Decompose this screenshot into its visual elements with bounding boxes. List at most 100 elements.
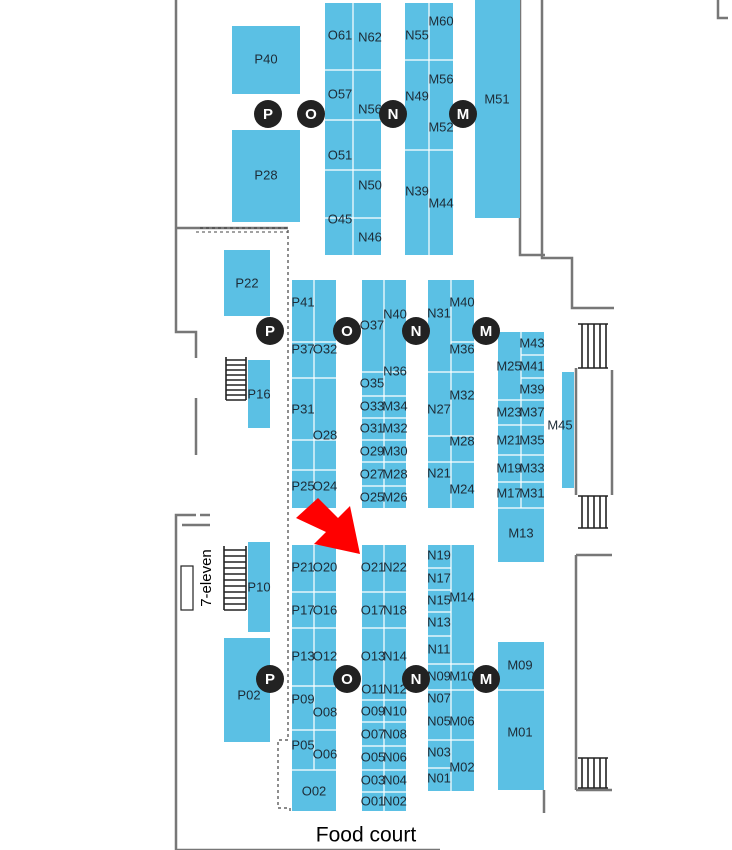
stall-label[interactable]: M43 <box>519 335 544 350</box>
stall-label[interactable]: N22 <box>383 559 407 574</box>
stall-label[interactable]: M14 <box>449 589 474 604</box>
stall-label[interactable]: N40 <box>383 306 407 321</box>
aisle-marker-n[interactable] <box>379 100 407 128</box>
stall-label[interactable]: M60 <box>428 13 453 28</box>
stall-label[interactable]: N02 <box>383 793 407 808</box>
stall-label[interactable]: N14 <box>383 648 407 663</box>
stall-label[interactable]: M34 <box>382 398 407 413</box>
stall-label[interactable]: N46 <box>358 229 382 244</box>
stall-label[interactable]: N04 <box>383 772 407 787</box>
stall-label[interactable]: N12 <box>383 681 407 696</box>
stall-label[interactable]: O16 <box>313 602 338 617</box>
stall-label[interactable]: M13 <box>508 525 533 540</box>
stall-label[interactable]: M01 <box>507 724 532 739</box>
stall-label[interactable]: M10 <box>449 668 474 683</box>
aisle-marker-p[interactable] <box>254 100 282 128</box>
aisle-marker-m[interactable] <box>472 665 500 693</box>
stall-label[interactable]: P40 <box>254 51 277 66</box>
stall-label[interactable]: N17 <box>427 570 451 585</box>
stall-label[interactable]: O51 <box>328 147 353 162</box>
stall-label[interactable]: M44 <box>428 195 453 210</box>
stall-label[interactable]: O11 <box>361 681 385 696</box>
stall-label[interactable]: N62 <box>358 29 382 44</box>
stall-label[interactable]: N13 <box>427 614 451 629</box>
stall-label[interactable]: P21 <box>291 559 314 574</box>
stall-label[interactable]: N21 <box>427 465 451 480</box>
stall-label[interactable]: M25 <box>496 358 521 373</box>
stall-label[interactable]: O21 <box>361 559 386 574</box>
stall-label[interactable]: P16 <box>247 386 270 401</box>
stall-label[interactable]: N09 <box>427 668 451 683</box>
stall-label[interactable]: M37 <box>519 404 544 419</box>
stall-label[interactable]: N39 <box>405 183 429 198</box>
stall-label[interactable]: N27 <box>427 401 451 416</box>
stall-label[interactable]: N08 <box>383 726 407 741</box>
stall-label[interactable]: O37 <box>360 317 385 332</box>
stall-label[interactable]: M24 <box>449 481 474 496</box>
stall-label[interactable]: P22 <box>235 275 258 290</box>
stall-label[interactable]: O01 <box>361 793 386 808</box>
stall-label[interactable]: M17 <box>496 485 521 500</box>
stall-label[interactable]: O35 <box>360 375 385 390</box>
stall-label[interactable]: N55 <box>405 27 429 42</box>
stall-label[interactable]: M56 <box>428 71 453 86</box>
aisle-marker-p[interactable] <box>256 317 284 345</box>
stall-label[interactable]: M26 <box>382 489 407 504</box>
stall-label[interactable]: M51 <box>484 91 509 106</box>
stall-label[interactable]: N31 <box>427 305 451 320</box>
stall-label[interactable]: M32 <box>449 387 474 402</box>
stall-label[interactable]: N36 <box>383 363 407 378</box>
stall-label[interactable]: M30 <box>382 443 407 458</box>
stall-label[interactable]: O08 <box>313 704 338 719</box>
stall-label[interactable]: O33 <box>360 398 385 413</box>
stall-label[interactable]: P25 <box>291 478 314 493</box>
stall-label[interactable]: N06 <box>383 749 407 764</box>
stall-label[interactable]: P13 <box>291 648 314 663</box>
stall-label[interactable]: P05 <box>291 737 314 752</box>
stall-label[interactable]: M52 <box>428 119 453 134</box>
stall-label[interactable]: O20 <box>313 559 338 574</box>
stall-label[interactable]: O12 <box>313 648 338 663</box>
stall-label[interactable]: O61 <box>328 27 353 42</box>
stall-label[interactable]: N05 <box>427 713 451 728</box>
stall-label[interactable]: N15 <box>427 592 451 607</box>
stall-label[interactable]: O07 <box>361 726 386 741</box>
stall-label[interactable]: M28 <box>382 466 407 481</box>
stall-label[interactable]: M35 <box>519 432 544 447</box>
stall-label[interactable]: P02 <box>237 687 260 702</box>
stall-label[interactable]: N56 <box>358 101 382 116</box>
stall-label[interactable]: O27 <box>360 466 385 481</box>
stall-label[interactable]: M36 <box>449 341 474 356</box>
stall-label[interactable]: M32 <box>382 420 407 435</box>
stall-label[interactable]: M28 <box>449 433 474 448</box>
stall-label[interactable]: P09 <box>291 691 314 706</box>
stall-label[interactable]: O05 <box>361 749 386 764</box>
stall-label[interactable]: O45 <box>328 211 353 226</box>
aisle-marker-p[interactable] <box>256 665 284 693</box>
stall-label[interactable]: O09 <box>361 703 386 718</box>
aisle-marker-o[interactable] <box>333 317 361 345</box>
stall-label[interactable]: N07 <box>427 690 451 705</box>
stall-label[interactable]: M06 <box>449 713 474 728</box>
stall-label[interactable]: M41 <box>519 358 544 373</box>
stall-label[interactable]: P17 <box>291 602 314 617</box>
stall-label[interactable]: M39 <box>519 381 544 396</box>
stall-label[interactable]: O03 <box>361 772 386 787</box>
stall-label[interactable]: M33 <box>519 460 544 475</box>
stall-label[interactable]: N10 <box>383 703 407 718</box>
stall-label[interactable]: N19 <box>427 547 451 562</box>
aisle-marker-m[interactable] <box>472 317 500 345</box>
stall-label[interactable]: M40 <box>449 294 474 309</box>
stall-label[interactable]: O24 <box>313 478 338 493</box>
stall-label[interactable]: O06 <box>313 746 338 761</box>
stall-label[interactable]: P31 <box>291 401 314 416</box>
stall-label[interactable]: N01 <box>427 770 451 785</box>
stall-label[interactable]: O28 <box>313 427 338 442</box>
stall-label[interactable]: P10 <box>247 579 270 594</box>
aisle-marker-n[interactable] <box>402 317 430 345</box>
stall-label[interactable]: O57 <box>328 86 353 101</box>
stall-label[interactable]: N18 <box>383 602 407 617</box>
stall-label[interactable]: O31 <box>360 420 385 435</box>
stall-label[interactable]: O25 <box>360 489 385 504</box>
stall-label[interactable]: O13 <box>361 648 386 663</box>
